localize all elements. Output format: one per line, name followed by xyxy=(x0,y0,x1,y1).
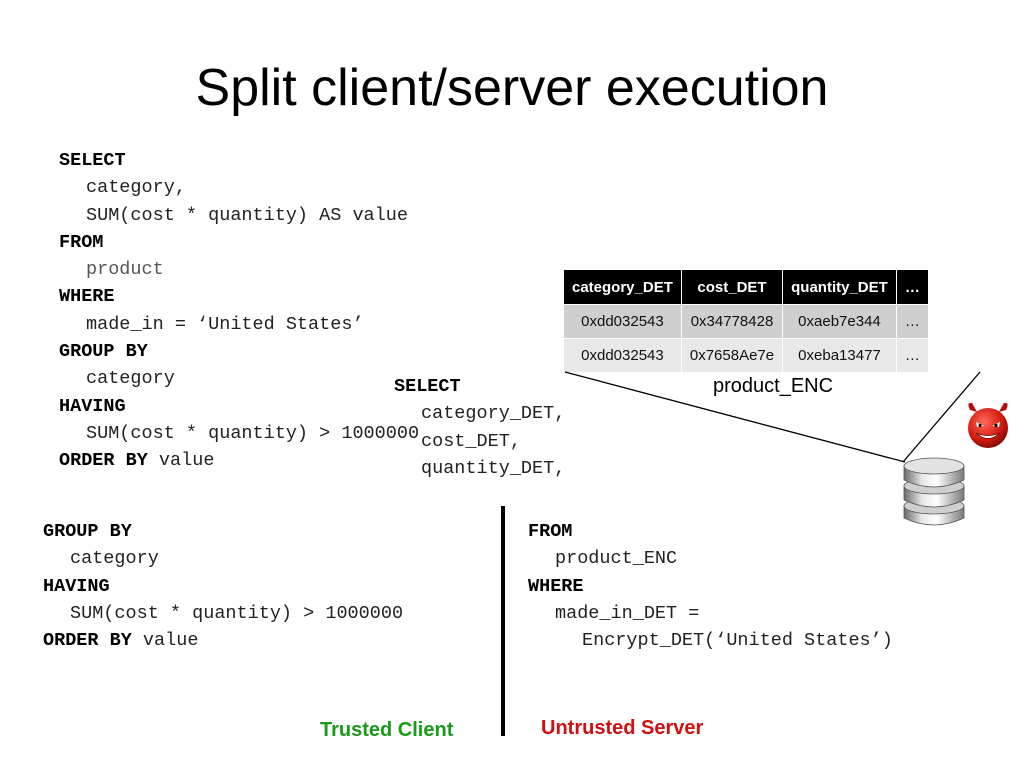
trusted-client-label: Trusted Client xyxy=(320,719,454,741)
slide-title: Split client/server execution xyxy=(195,59,829,117)
code-line: quantity_DET, xyxy=(421,457,566,479)
table-row: 0xdd032543 0x7658Ae7e 0xeba13477 … xyxy=(563,338,929,373)
connector-line-right xyxy=(902,371,981,463)
sql-text: value xyxy=(131,630,199,652)
code-line: made_in = ‘United States’ xyxy=(86,313,364,335)
sql-keyword: SELECT xyxy=(59,150,126,171)
code-line: made_in_DET = xyxy=(555,602,700,624)
code-line: category, xyxy=(86,177,186,199)
untrusted-server-label: Untrusted Server xyxy=(541,717,704,739)
code-line: ORDER BY value xyxy=(43,627,403,654)
code-line: SUM(cost * quantity) > 1000000 xyxy=(86,422,420,444)
table-row: 0xdd032543 0x34778428 0xaeb7e344 … xyxy=(563,304,929,339)
column-header: cost_DET xyxy=(680,269,784,305)
sql-keyword: FROM xyxy=(528,521,573,542)
sql-keyword: HAVING xyxy=(43,575,110,597)
connector-line-left xyxy=(564,371,906,463)
table-caption: product_ENC xyxy=(713,375,834,397)
sql-keyword: ORDER BY xyxy=(43,630,132,652)
table-header-row: category_DET cost_DET quantity_DET … xyxy=(563,269,929,305)
column-header: … xyxy=(895,269,929,305)
encrypted-table: category_DET cost_DET quantity_DET … 0xd… xyxy=(563,269,929,373)
table-cell: … xyxy=(895,338,929,373)
code-line: category xyxy=(70,548,159,570)
code-line: category_DET, xyxy=(421,403,566,425)
table-cell: 0xdd032543 xyxy=(563,338,682,373)
table-cell: … xyxy=(895,304,929,339)
code-line: product xyxy=(86,259,164,281)
sql-keyword: FROM xyxy=(59,231,104,253)
code-line: cost_DET, xyxy=(421,430,521,452)
column-header: quantity_DET xyxy=(782,269,897,305)
server-select-clause: SELECT category_DET, cost_DET, quantity_DET… xyxy=(394,373,565,482)
code-line: SUM(cost * quantity) > 1000000 xyxy=(70,602,404,624)
sql-keyword: WHERE xyxy=(59,286,115,308)
code-line: category xyxy=(86,368,175,390)
sql-keyword: GROUP BY xyxy=(43,521,132,542)
code-line: product_ENC xyxy=(555,548,678,570)
server-query: FROM product_ENC WHERE made_in_DET = Encrypt… xyxy=(528,518,893,654)
sql-keyword: SELECT xyxy=(394,376,461,397)
code-line: ORDER BY value xyxy=(59,447,419,474)
table-cell: 0xaeb7e344 xyxy=(782,304,897,339)
sql-keyword: HAVING xyxy=(59,395,126,417)
sql-text: value xyxy=(147,450,215,472)
sql-keyword: ORDER BY xyxy=(59,450,148,472)
column-header: category_DET xyxy=(563,269,682,305)
code-line: Encrypt_DET(‘United States’) xyxy=(582,630,893,652)
table-cell: 0xeba13477 xyxy=(782,338,897,373)
sql-keyword: GROUP BY xyxy=(59,341,148,363)
table-cell: 0x34778428 xyxy=(680,304,784,339)
table-cell: 0x7658Ae7e xyxy=(680,338,784,373)
database-icon xyxy=(903,457,965,526)
code-line: SUM(cost * quantity) AS value xyxy=(86,204,408,226)
table-cell: 0xdd032543 xyxy=(563,304,682,339)
sql-keyword: WHERE xyxy=(528,575,584,597)
client-server-divider xyxy=(501,506,505,736)
devil-icon xyxy=(968,402,1008,448)
original-query: SELECT category, SUM(cost * quantity) AS v… xyxy=(59,147,419,475)
